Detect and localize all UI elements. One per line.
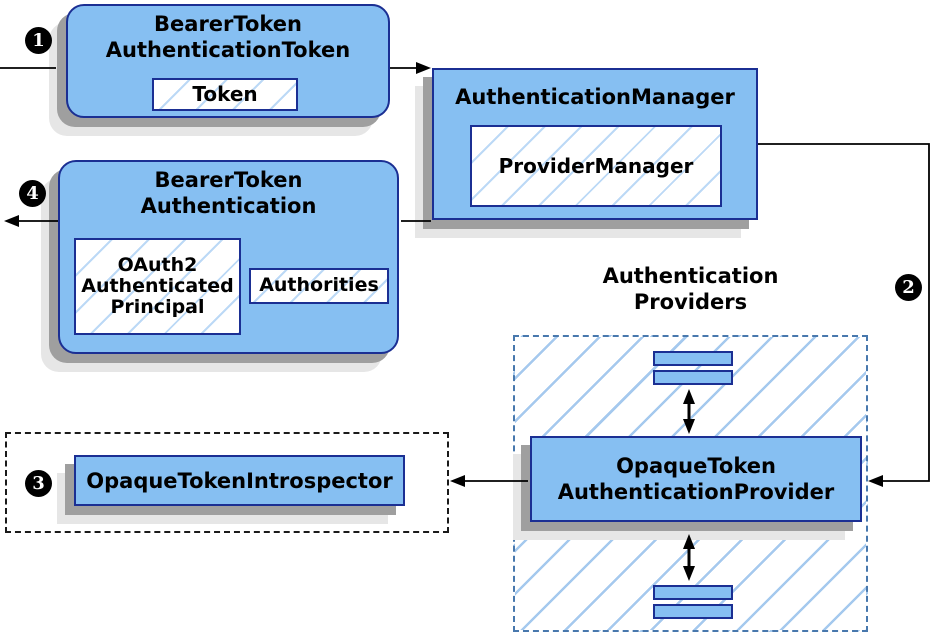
node-bearer-token-authentication: BearerToken Authentication OAuth2 Authen…: [58, 160, 399, 354]
bearer-token-authentication-token-title: BearerToken AuthenticationToken: [105, 12, 351, 62]
bearer-token-authentication-title: BearerToken Authentication: [140, 168, 317, 218]
step-2-number: 2: [902, 277, 915, 298]
providers-dashed-container: OpaqueToken AuthenticationProvider: [513, 335, 868, 632]
oauth2-authenticated-principal-field: OAuth2 Authenticated Principal: [74, 238, 241, 335]
opaque-token-authentication-provider-title: OpaqueToken AuthenticationProvider: [557, 453, 835, 504]
providers-group-label: Authentication Providers: [602, 264, 779, 314]
node-authentication-manager: AuthenticationManager ProviderManager: [432, 68, 758, 220]
provider-manager-field: ProviderManager: [470, 125, 722, 207]
token-field: Token: [152, 78, 298, 111]
node-bearer-token-authentication-token: BearerToken AuthenticationToken Token: [66, 4, 390, 118]
authorities-field: Authorities: [249, 268, 389, 304]
provider-slot-bar: [653, 585, 733, 600]
provider-slot-bar: [653, 604, 733, 619]
step-3-number: 3: [32, 473, 45, 494]
step-4-badge: 4: [19, 180, 46, 207]
step-1-badge: 1: [25, 27, 52, 54]
authentication-manager-title: AuthenticationManager: [455, 85, 735, 109]
node-opaque-token-authentication-provider: OpaqueToken AuthenticationProvider: [530, 436, 862, 522]
introspector-dashed-container: OpaqueTokenIntrospector: [5, 432, 449, 533]
provider-slot-bar: [653, 370, 733, 385]
opaque-token-introspector-title: OpaqueTokenIntrospector: [86, 468, 393, 493]
step-2-badge: 2: [895, 274, 922, 301]
provider-slot-bar: [653, 351, 733, 366]
node-opaque-token-introspector: OpaqueTokenIntrospector: [74, 455, 405, 506]
step-1-number: 1: [32, 30, 45, 51]
step-4-number: 4: [26, 183, 39, 204]
step-3-badge: 3: [25, 470, 52, 497]
